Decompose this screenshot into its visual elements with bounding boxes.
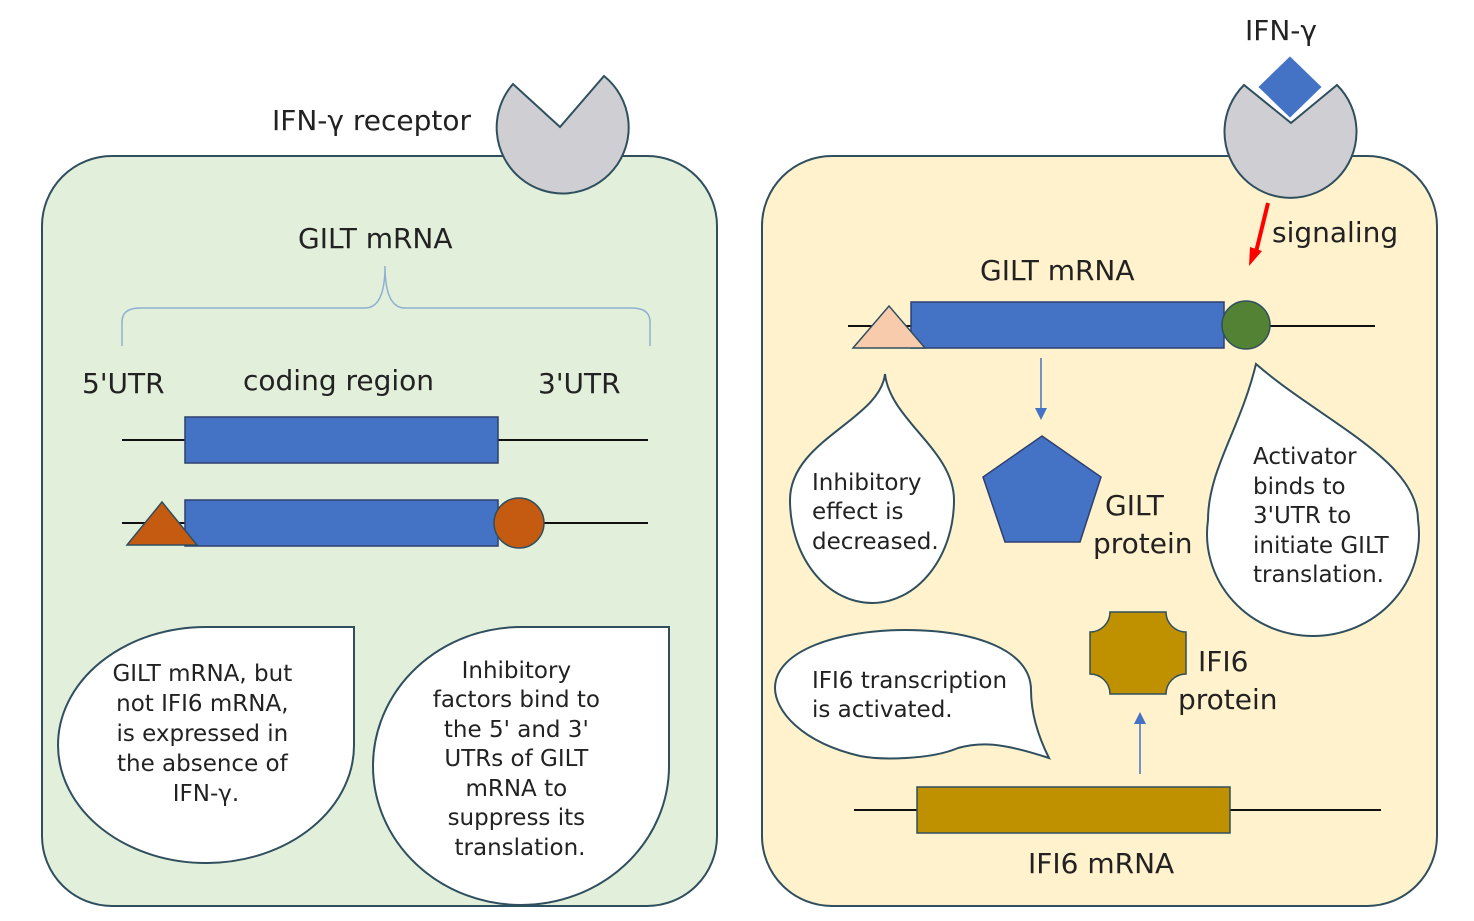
bubble-activator (1206, 362, 1420, 637)
ifi6-protein-shape (1089, 611, 1187, 695)
region-brace (121, 265, 651, 346)
utr5-label: 5'UTR (82, 367, 165, 400)
inhibitor-5utr-triangle (125, 500, 199, 546)
ifn-gamma-receptor-right (1223, 83, 1358, 199)
weakened-inhibitor-triangle (851, 304, 927, 349)
ligand-label: IFN-γ (1245, 14, 1317, 47)
receptor-label: IFN-γ receptor (272, 104, 472, 137)
gilt-protein-pentagon (982, 435, 1102, 543)
bubble-ifi6-transcription (773, 628, 1051, 760)
bubble-inhibitory-factors-text: Inhibitory factors bind to the 5' and 3'… (433, 658, 608, 861)
signaling-arrow-head (1249, 247, 1262, 266)
bubble-expression-text: GILT mRNA, but not IFI6 mRNA, is express… (112, 661, 299, 807)
signaling-arrow (1254, 202, 1270, 253)
right-coding-region-bar (910, 301, 1225, 349)
bubble-ifi6-transcription-text: IFI6 transcription is activated. (812, 668, 1014, 723)
ifi6-protein-label: IFI6 protein (1178, 645, 1278, 716)
signaling-label: signaling (1272, 216, 1398, 249)
inhibitor-3utr-circle (493, 497, 545, 549)
utr3-label: 3'UTR (538, 367, 621, 400)
ifn-gamma-receptor-left (495, 74, 630, 195)
bubble-inhibitory-factors (372, 626, 670, 906)
right-mrna-title: GILT mRNA (980, 254, 1135, 287)
bubble-inhibitory-effect (788, 373, 956, 604)
bubble-activator-text: Activator binds to 3'UTR to initiate GIL… (1253, 444, 1396, 588)
ifi6-mrna-label: IFI6 mRNA (1028, 847, 1174, 880)
bubble-expression-note (57, 626, 356, 864)
bubble-inhibitory-effect-text: Inhibitory effect is decreased. (812, 470, 939, 555)
coding-region-bar-plain (184, 416, 499, 464)
ifn-gamma-ligand (1255, 53, 1325, 121)
coding-region-bar-bound (184, 499, 499, 547)
activator-circle (1221, 300, 1271, 350)
coding-region-label: coding region (243, 364, 434, 397)
ifi6-coding-region-bar (916, 786, 1231, 834)
gilt-protein-label: GILT protein (1093, 489, 1193, 560)
left-mrna-title: GILT mRNA (298, 222, 453, 255)
